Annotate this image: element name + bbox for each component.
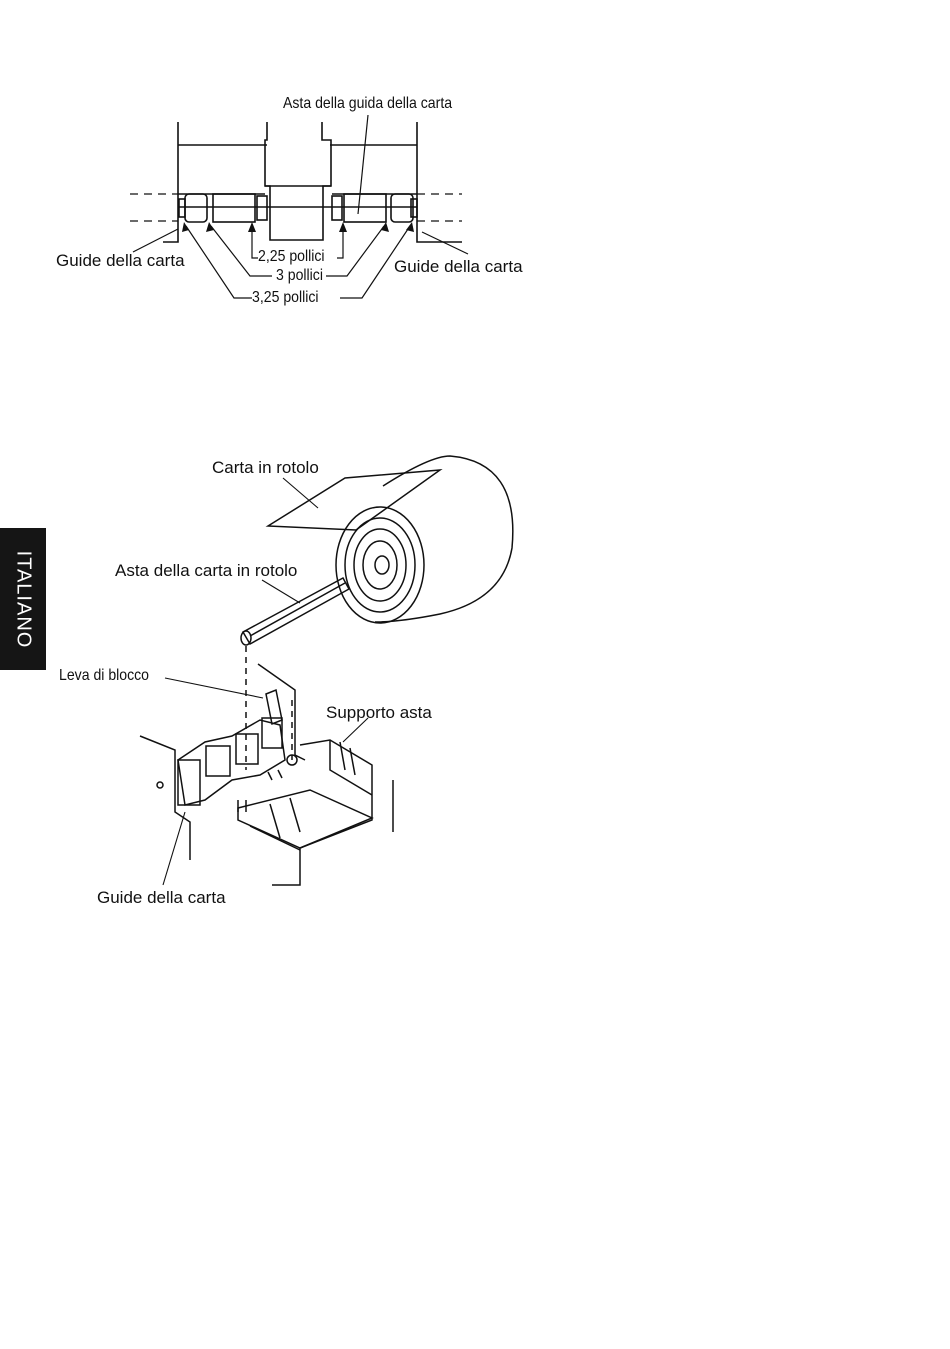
- paper-tray: [238, 790, 372, 848]
- paper-roll: [375, 456, 513, 622]
- paper-guide-assembly: [178, 720, 285, 805]
- roll-paper-label: Carta in rotolo: [212, 459, 319, 476]
- roll-paper-diagram: [0, 0, 950, 950]
- paper-sheet: [268, 470, 440, 530]
- roll-paper-rod-label: Asta della carta in rotolo: [115, 562, 297, 579]
- rod-support-label: Supporto asta: [326, 704, 432, 721]
- lock-lever-label: Leva di blocco: [59, 668, 149, 684]
- printer-frame-left: [140, 736, 190, 860]
- paper-guide-bottom-label: Guide della carta: [97, 889, 226, 906]
